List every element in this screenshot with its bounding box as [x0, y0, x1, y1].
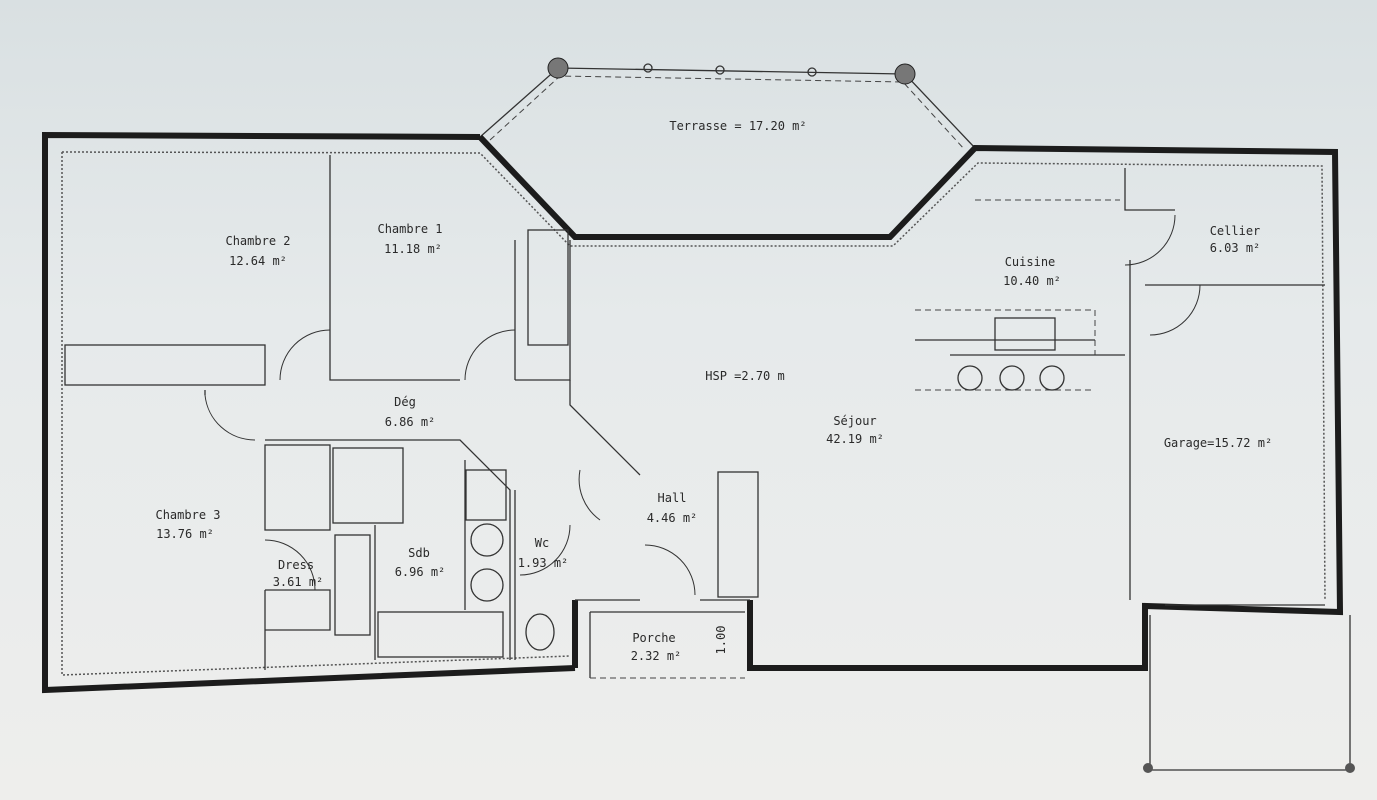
porch-dimension: 1.00	[714, 626, 728, 655]
label-sdb: Sdb	[408, 546, 430, 560]
area-chambre-3: 13.76 m²	[156, 527, 214, 541]
area-chambre-2: 12.64 m²	[229, 254, 287, 268]
label-chambre-3: Chambre 3	[155, 508, 220, 522]
label-terrasse: Terrasse = 17.20 m²	[669, 119, 806, 133]
ceiling-height: HSP =2.70 m	[705, 369, 784, 383]
label-chambre-2: Chambre 2	[225, 234, 290, 248]
label-sejour: Séjour	[833, 414, 876, 428]
room-labels: Terrasse = 17.20 m² Chambre 2 12.64 m² C…	[155, 119, 1272, 663]
interior-walls	[64, 155, 1355, 773]
label-porche: Porche	[632, 631, 675, 645]
area-deg: 6.86 m²	[385, 415, 436, 429]
area-sejour: 42.19 m²	[826, 432, 884, 446]
area-sdb: 6.96 m²	[395, 565, 446, 579]
area-wc: 1.93 m²	[518, 556, 569, 570]
exterior-walls	[42, 131, 1344, 694]
area-hall: 4.46 m²	[647, 511, 698, 525]
label-deg: Dég	[394, 395, 416, 409]
terrace	[479, 57, 976, 151]
area-cellier: 6.03 m²	[1210, 241, 1261, 255]
label-chambre-1: Chambre 1	[377, 222, 442, 236]
label-dress: Dress	[278, 558, 314, 572]
label-hall: Hall	[658, 491, 687, 505]
label-cellier: Cellier	[1210, 224, 1261, 238]
area-porche: 2.32 m²	[631, 649, 682, 663]
label-wc: Wc	[535, 536, 549, 550]
label-garage: Garage=15.72 m²	[1164, 436, 1272, 450]
area-dress: 3.61 m²	[273, 575, 324, 589]
label-cuisine: Cuisine	[1005, 255, 1056, 269]
doors	[204, 214, 1201, 596]
area-chambre-1: 11.18 m²	[384, 242, 442, 256]
area-cuisine: 10.40 m²	[1003, 274, 1061, 288]
